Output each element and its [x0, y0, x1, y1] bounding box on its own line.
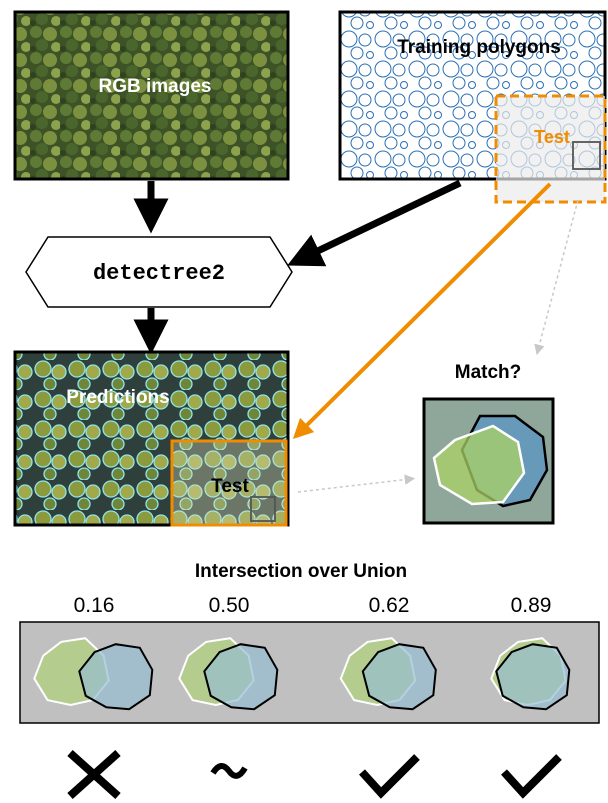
- predictions-test-crown-box: [250, 496, 276, 522]
- training-test-label: Test: [534, 127, 570, 147]
- training-test-crown-box: [572, 141, 601, 170]
- iou-value-1: 0.16: [74, 594, 115, 617]
- dotted-arrow-predictions-to-match: [297, 474, 416, 493]
- check-icon: [501, 754, 562, 799]
- training-test-region: [494, 94, 607, 204]
- iou-prediction-crown-4: [495, 643, 571, 711]
- predictions-label: Predictions: [66, 387, 169, 408]
- rgb-images-panel: RGB images: [13, 10, 290, 181]
- iou-prediction-crown-1: [78, 643, 154, 711]
- match-panel: Match?: [422, 362, 555, 525]
- iou-value-3: 0.62: [369, 594, 410, 617]
- predictions-panel: Predictions Test: [13, 350, 290, 527]
- check-icon: [359, 754, 420, 799]
- iou-title: Intersection over Union: [195, 561, 407, 582]
- arrow-polygons-to-model: [287, 179, 462, 267]
- cross-icon: [67, 750, 121, 799]
- iou-shapes: [33, 637, 571, 711]
- iou-section: Intersection over Union 0.16 0.50 0.62 0.89: [19, 561, 600, 799]
- training-polygons-label: Training polygons: [397, 37, 561, 58]
- arrow-test-to-predictions: [292, 182, 552, 440]
- rgb-image: [13, 10, 290, 181]
- predictions-test-region: [170, 439, 288, 527]
- model-label: detectree2: [93, 261, 225, 286]
- iou-prediction-crown-3: [361, 643, 437, 711]
- detectree2-model: detectree2: [25, 236, 293, 308]
- predictions-image: [13, 350, 290, 527]
- predictions-test-label: Test: [211, 476, 249, 497]
- ground-truth-crown-shape: [432, 424, 526, 506]
- iou-value-2: 0.50: [209, 594, 250, 617]
- iou-verdicts: [67, 750, 562, 799]
- model-hexagon: [25, 236, 293, 308]
- iou-value-4: 0.89: [511, 594, 552, 617]
- iou-values: 0.16 0.50 0.62 0.89: [74, 594, 552, 617]
- iou-prediction-crown-2: [203, 643, 279, 711]
- tilde-icon: [210, 763, 248, 779]
- rgb-images-label: RGB images: [99, 76, 212, 97]
- dotted-arrow-to-match: [534, 199, 579, 356]
- match-label: Match?: [455, 362, 522, 383]
- flow-arrows: [133, 179, 579, 493]
- training-polygons-panel: Training polygons Test: [338, 10, 607, 204]
